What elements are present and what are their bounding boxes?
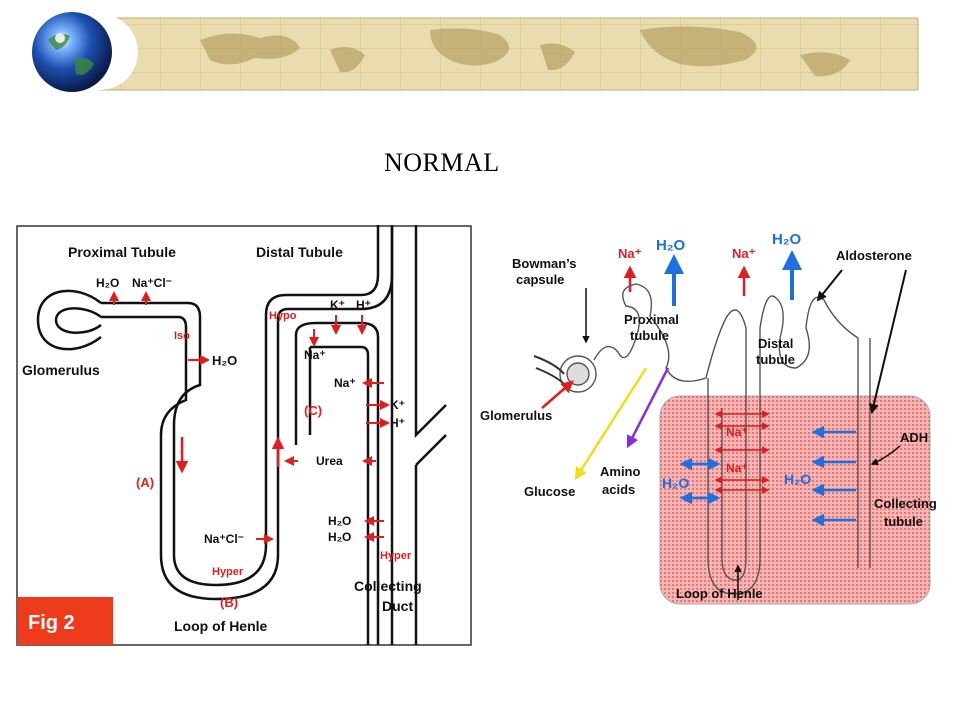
label-a: (A) [136, 475, 154, 490]
na-inner-label-2: Na⁺ [726, 461, 748, 475]
na-mid-label: Na⁺ [732, 246, 756, 261]
loop-of-henle-label: Loop of Henle [174, 618, 268, 634]
hypo-label: Hypo [269, 310, 297, 322]
iso-label: Iso [174, 330, 190, 342]
h-top-label: H⁺ [356, 298, 371, 312]
aldosterone-label: Aldosterone [836, 248, 912, 263]
h2o-cd1-label: H₂O [328, 514, 351, 528]
fig2-diagram: Proximal Tubule Distal Tubule Glomerulus… [16, 225, 472, 646]
na-c-label: Na⁺ [304, 348, 326, 362]
k-top-label: K⁺ [330, 298, 345, 312]
h2o-cd2-label: H₂O [328, 530, 351, 544]
distal-label-2: tubule [756, 352, 795, 367]
bowmans-label-2: capsule [516, 272, 564, 287]
hyper-bottom-label: Hyper [212, 566, 244, 578]
h2o-left-label: H₂O [656, 237, 685, 254]
glucose-label: Glucose [524, 484, 575, 499]
nacl-top-label: Na⁺Cl⁻ [132, 276, 172, 290]
h2o-top-label: H₂O [96, 276, 119, 290]
interstitium-region [659, 395, 931, 605]
urea-label: Urea [316, 454, 343, 468]
collecting-label-2: tubule [884, 514, 923, 529]
nacl-bottom-label: Na⁺Cl⁻ [204, 532, 244, 546]
nephron-diagram: Bowman’s capsule Na⁺ H₂O Na⁺ H₂O Aldoste… [480, 231, 937, 605]
distal-label-1: Distal [758, 336, 793, 351]
hyper-cd-label: Hyper [380, 550, 412, 562]
label-b: (B) [220, 595, 238, 610]
h2o-inner-left-label: H₂O [662, 475, 689, 491]
header-banner [32, 12, 919, 92]
adh-label: ADH [900, 430, 928, 445]
proximal-label-2: tubule [630, 328, 669, 343]
slide-title: NORMAL [384, 148, 500, 177]
na-right-label: Na⁺ [334, 376, 356, 390]
label-c: (C) [304, 403, 322, 418]
k-right-label: K⁺ [390, 398, 405, 412]
loop-of-henle-right-label: Loop of Henle [676, 586, 763, 601]
globe-icon [32, 12, 112, 92]
distal-tubule-label: Distal Tubule [256, 244, 343, 260]
h2o-inner-right-label: H₂O [784, 471, 811, 487]
collecting-label-1: Collecting [874, 496, 937, 511]
h2o-right-label: H₂O [772, 231, 801, 248]
h-right-label: H⁺ [390, 416, 405, 430]
glomerulus-label: Glomerulus [22, 362, 100, 378]
nephron-tubule [559, 283, 871, 595]
tubule-outline [36, 225, 447, 645]
na-inner-label-1: Na⁺ [726, 425, 748, 439]
proximal-label-1: Proximal [624, 312, 679, 327]
glomerulus-right-label: Glomerulus [480, 408, 552, 423]
collecting-duct-label-2: Duct [382, 598, 413, 614]
collecting-duct-label-1: Collecting [354, 578, 422, 594]
fig2-badge-label: Fig 2 [28, 612, 75, 634]
amino-label-1: Amino [600, 464, 641, 479]
fig2-badge [17, 597, 113, 645]
h2o-mid-label: H₂O [212, 353, 237, 368]
bowmans-label-1: Bowman’s [512, 256, 577, 271]
proximal-tubule-label: Proximal Tubule [68, 244, 176, 260]
amino-label-2: acids [602, 482, 635, 497]
na-left-label: Na⁺ [618, 246, 642, 261]
